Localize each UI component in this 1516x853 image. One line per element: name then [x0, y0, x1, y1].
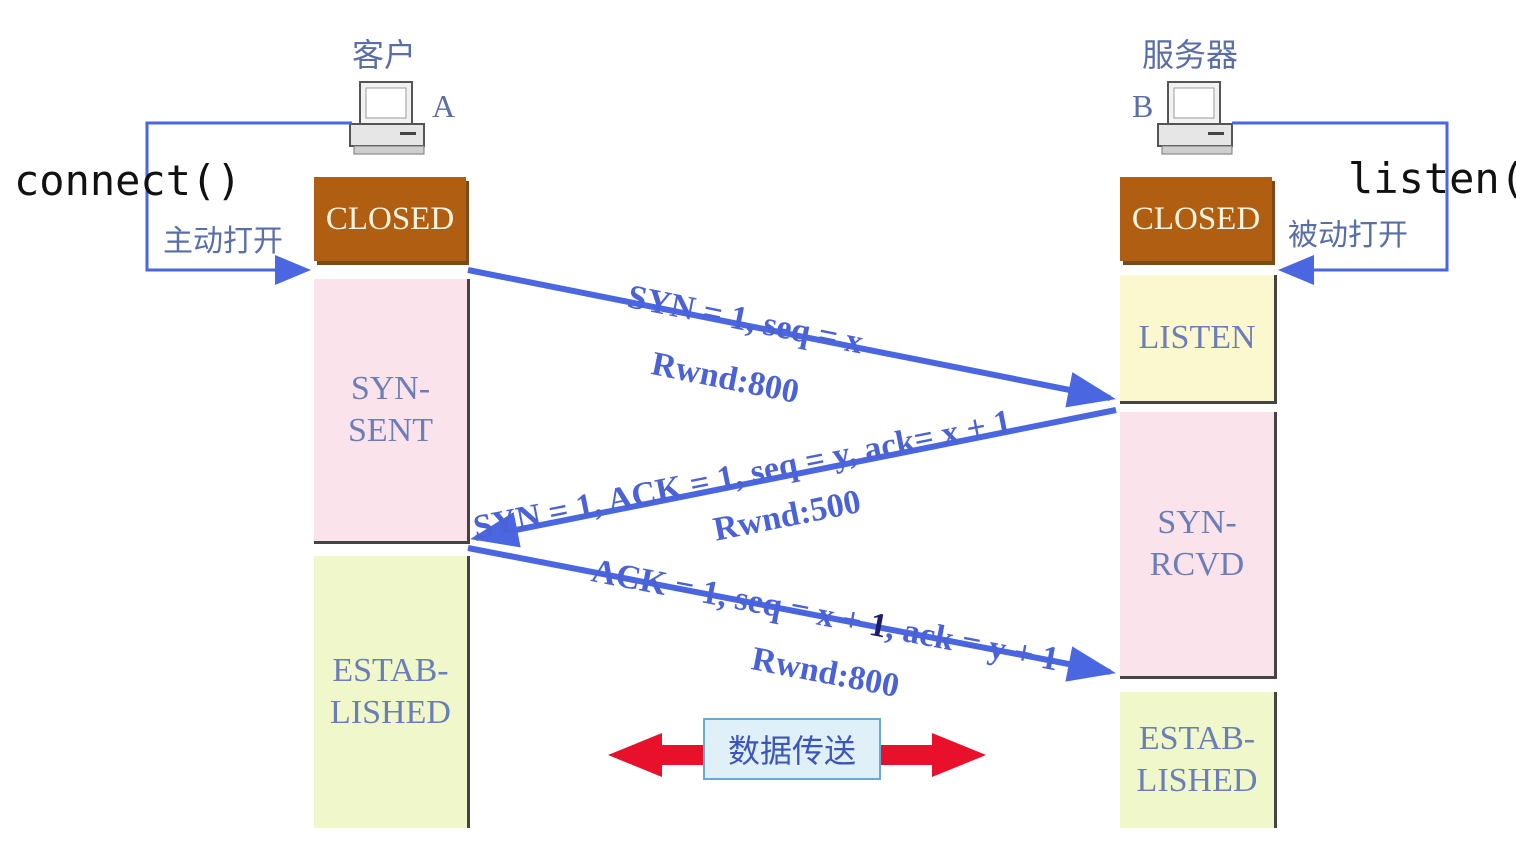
server-title: 服务器	[1142, 36, 1239, 74]
server-state-syn-rcvd: SYN- RCVD	[1120, 412, 1277, 679]
client-letter: A	[432, 88, 456, 124]
server-letter: B	[1132, 88, 1154, 124]
client-state-established: ESTAB- LISHED	[314, 556, 470, 828]
server-open-connector	[1232, 121, 1449, 285]
data-arrow-left	[608, 733, 706, 777]
client-computer-icon	[349, 81, 425, 155]
ack-arrow	[467, 545, 1116, 682]
active-open-label: 主动打开	[163, 224, 283, 259]
data-transfer-box: 数据传送	[703, 718, 881, 780]
client-open-connector	[145, 121, 352, 285]
syn-arrow	[467, 267, 1116, 408]
server-computer-icon	[1157, 81, 1233, 155]
client-state-closed: CLOSED	[314, 177, 466, 261]
client-state-syn-sent: SYN- SENT	[314, 279, 470, 544]
listen-call: listen()	[1348, 154, 1516, 203]
client-title: 客户	[352, 36, 417, 74]
server-state-listen: LISTEN	[1120, 275, 1277, 404]
passive-open-label: 被动打开	[1288, 218, 1408, 253]
server-state-closed: CLOSED	[1120, 177, 1272, 261]
syn-ack-arrow	[470, 407, 1117, 548]
server-state-established: ESTAB- LISHED	[1120, 692, 1277, 828]
connect-call: connect()	[14, 156, 242, 205]
data-arrow-right	[880, 733, 986, 777]
